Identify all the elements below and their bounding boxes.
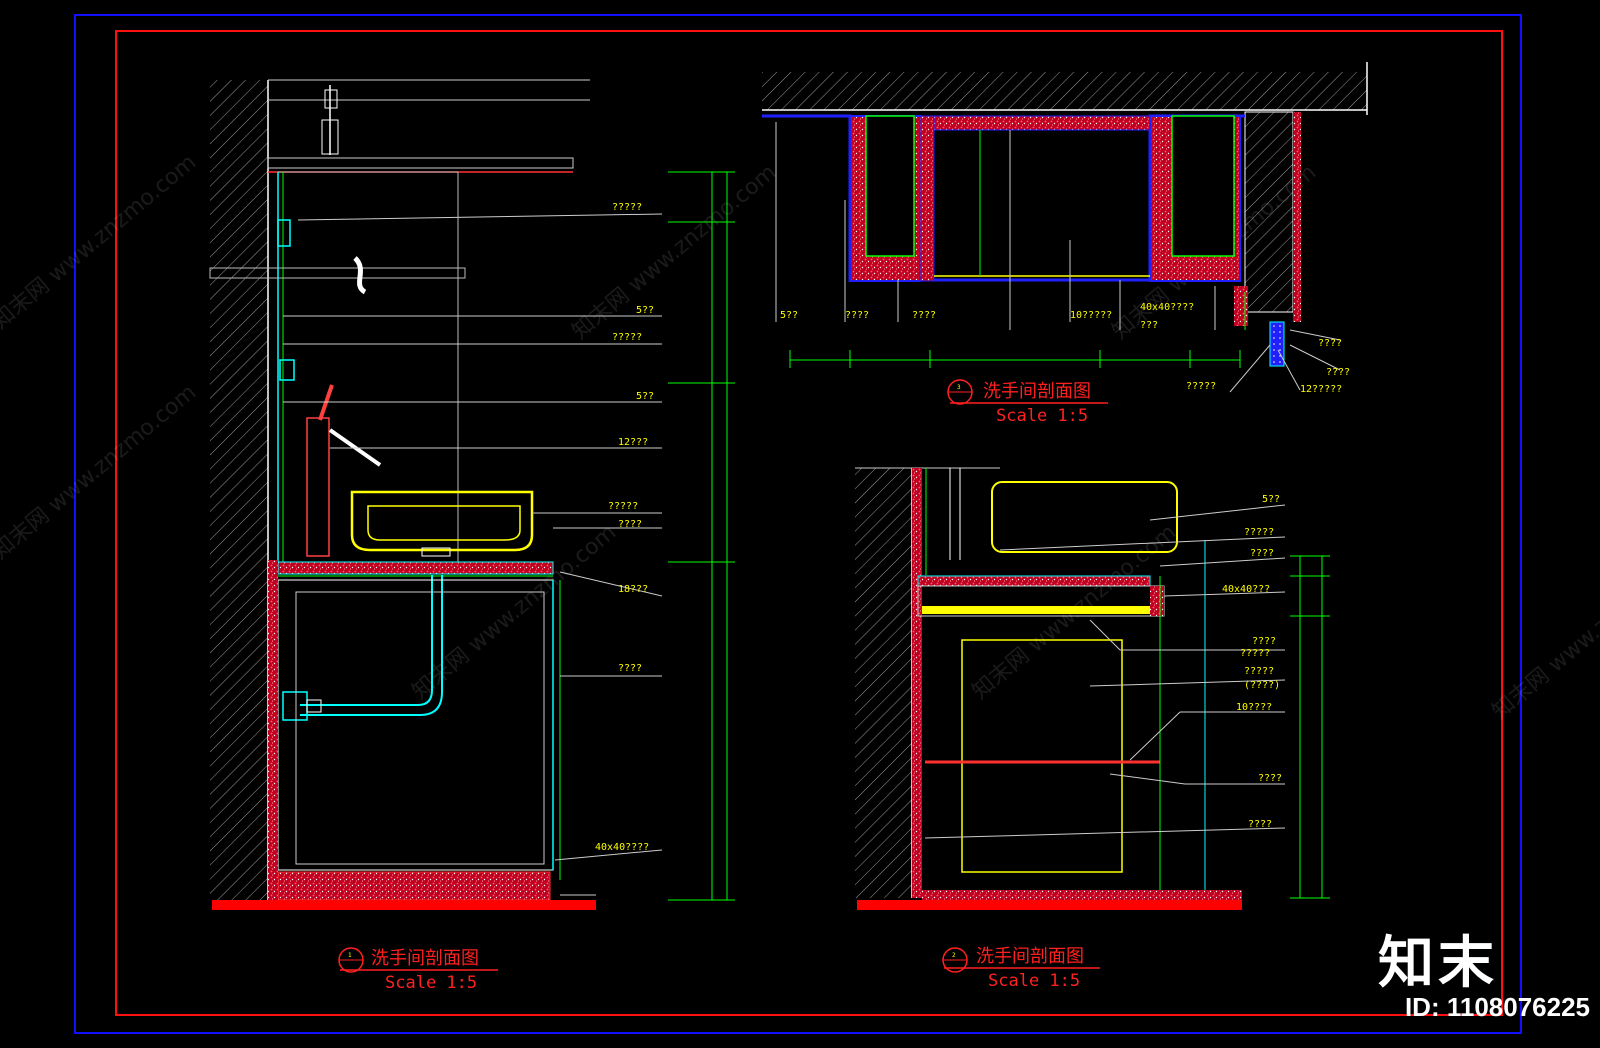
drawing-scale: Scale 1:5	[988, 971, 1080, 991]
annotation-label: ?????	[1186, 381, 1216, 392]
annotation-label: 5??	[1262, 494, 1280, 505]
svg-text:知末网 www.znzmo.com: 知末网 www.znzmo.com	[568, 160, 781, 345]
detail-number: 3	[957, 384, 961, 391]
drawing-scale: Scale 1:5	[385, 973, 477, 993]
annotation-label: 40x40????	[595, 842, 649, 853]
annotation-label: 5??	[636, 391, 654, 402]
drawing-title: 洗手间剖面图	[976, 946, 1084, 967]
annotation-label: ????	[1258, 773, 1282, 784]
ceiling-hatch	[762, 72, 1367, 110]
annotation-label: 40x40????	[1140, 302, 1194, 313]
detail-number: 2	[952, 952, 956, 959]
annotation-label: 12?????	[1300, 384, 1342, 395]
annotation-label: 12???	[618, 437, 648, 448]
annotation-label: (????)	[1244, 680, 1280, 691]
svg-text:知末网 www.znzmo.com: 知末网 www.znzmo.com	[0, 150, 201, 335]
outer-frame	[74, 14, 1522, 1034]
drawing-title: 洗手间剖面图	[371, 948, 479, 969]
annotation-labels: 5?? ????? ???? 40x40??? ???? ????? ?????…	[1222, 494, 1282, 830]
annotation-label: ????	[1250, 548, 1274, 559]
annotation-label: ?????	[612, 202, 642, 213]
leader-lines	[283, 213, 663, 861]
annotation-label: ????	[618, 519, 642, 530]
annotation-label: 10????	[1236, 702, 1272, 713]
annotation-label: 18???	[618, 584, 648, 595]
annotation-label: ?????	[1244, 527, 1274, 538]
annotation-label: 5??	[636, 305, 654, 316]
annotation-label: ????	[1318, 338, 1342, 349]
detail-number: 1	[348, 952, 352, 959]
annotation-label: 10?????	[1070, 310, 1112, 321]
annotation-label: ?????	[1244, 666, 1274, 677]
annotation-label: ????	[1252, 636, 1276, 647]
image-id-label: ID: 1108076225	[1404, 992, 1590, 1022]
section-drawing-2: 5?? ????? ???? 40x40??? ???? ????? ?????…	[855, 467, 1330, 991]
annotation-label: ?????	[612, 332, 642, 343]
annotation-label: ????	[912, 310, 936, 321]
annotation-label: ????	[618, 663, 642, 674]
annotation-labels: 5?? ???? ???? 10????? 40x40???? ??? ????…	[780, 302, 1350, 395]
annotation-label: 5??	[780, 310, 798, 321]
annotation-label: ????	[845, 310, 869, 321]
drawing-scale: Scale 1:5	[996, 406, 1088, 426]
annotation-labels: ????? 5?? ????? 5?? 12??? ????? ???? 18?…	[595, 202, 654, 853]
brand-logo: 知末	[1378, 931, 1498, 996]
section-drawing-1: ????? 5?? ????? 5?? 12??? ????? ???? 18?…	[209, 79, 735, 993]
wall-hatch	[210, 80, 268, 900]
floor-slab	[857, 900, 1242, 910]
annotation-label: ???	[1140, 320, 1158, 331]
floor-slab	[212, 900, 596, 910]
wall-hatch	[855, 468, 912, 898]
svg-text:知末网 www.znzmo.com: 知末网 www.znzmo.com	[0, 380, 201, 565]
section-drawing-3: 5?? ???? ???? 10????? 40x40???? ??? ????…	[762, 62, 1368, 426]
inner-frame	[115, 30, 1503, 1016]
annotation-label: 40x40???	[1222, 584, 1270, 595]
annotation-label: ????	[1326, 367, 1350, 378]
annotation-label: ?????	[608, 501, 638, 512]
svg-text:知末网 www.znzmo.com: 知末网 www.znzmo.com	[1488, 540, 1600, 725]
annotation-label: ????	[1248, 819, 1272, 830]
annotation-label: ?????	[1240, 648, 1270, 659]
drawing-title: 洗手间剖面图	[983, 381, 1091, 402]
